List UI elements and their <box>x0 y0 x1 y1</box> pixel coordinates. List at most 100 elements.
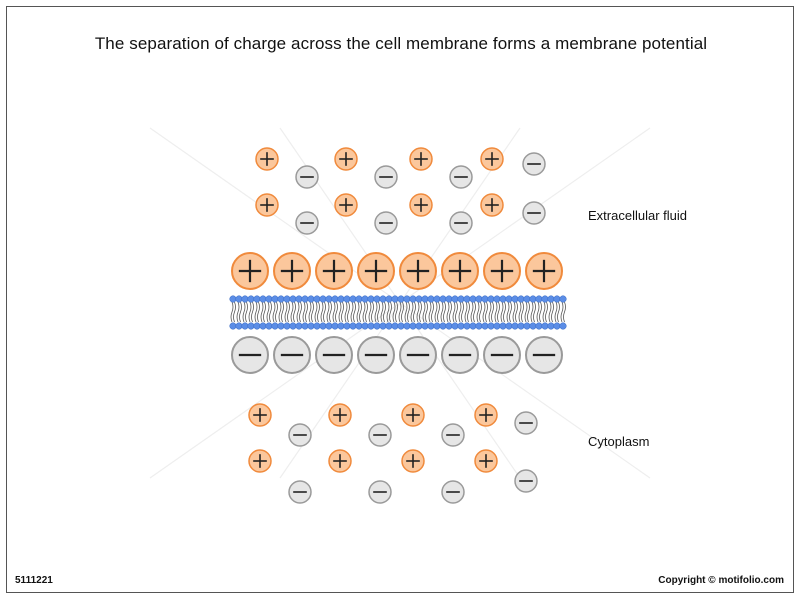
lipid-head <box>241 295 249 303</box>
extracellular-label: Extracellular fluid <box>588 208 687 223</box>
lipid-head <box>511 295 519 303</box>
lipid-head <box>367 295 375 303</box>
ion-negative <box>522 152 546 176</box>
figure-id: 5111221 <box>15 575 53 586</box>
lipid-head <box>445 295 453 303</box>
large-positive-ion <box>231 252 269 290</box>
large-positive-ion <box>483 252 521 290</box>
lipid-head <box>253 295 261 303</box>
ion-positive <box>409 193 433 217</box>
lipid-head <box>385 295 393 303</box>
lipid-head <box>409 295 417 303</box>
lipid-head <box>415 322 423 330</box>
large-positive-ion <box>273 252 311 290</box>
large-positive-ion <box>525 252 563 290</box>
lipid-head <box>397 295 405 303</box>
lipid-head <box>391 322 399 330</box>
lipid-head <box>265 295 273 303</box>
large-negative-ion <box>231 336 269 374</box>
large-negative-ion <box>399 336 437 374</box>
lipid-head <box>319 295 327 303</box>
lipid-bilayer <box>229 295 567 330</box>
ion-positive <box>328 403 352 427</box>
ion-positive <box>334 147 358 171</box>
lipid-head <box>493 295 501 303</box>
lipid-head <box>355 295 363 303</box>
ion-negative <box>441 423 465 447</box>
lipid-head <box>451 322 459 330</box>
lipid-head <box>337 322 345 330</box>
lipid-head <box>235 322 243 330</box>
large-negative-ion <box>483 336 521 374</box>
large-negative-ion <box>273 336 311 374</box>
ion-positive <box>248 449 272 473</box>
lipid-head <box>289 295 297 303</box>
ion-positive <box>401 449 425 473</box>
large-positive-row <box>231 252 563 290</box>
ion-negative <box>374 211 398 235</box>
lipid-head <box>475 322 483 330</box>
lipid-head <box>307 295 315 303</box>
lipid-head <box>283 322 291 330</box>
lipid-head <box>277 295 285 303</box>
lipid-head <box>421 295 429 303</box>
ion-positive <box>474 403 498 427</box>
lipid-head <box>229 322 237 330</box>
lipid-head <box>367 322 375 330</box>
large-positive-ion <box>315 252 353 290</box>
ion-positive <box>255 147 279 171</box>
lipid-head <box>295 295 303 303</box>
lipid-head <box>529 322 537 330</box>
lipid-head <box>451 295 459 303</box>
lipid-head <box>343 295 351 303</box>
lipid-head <box>469 322 477 330</box>
lipid-head <box>403 322 411 330</box>
lipid-head <box>499 295 507 303</box>
ion-negative <box>368 423 392 447</box>
copyright-text: Copyright © motifolio.com <box>658 575 784 586</box>
large-positive-ion <box>441 252 479 290</box>
lipid-head <box>349 322 357 330</box>
lipid-head <box>511 322 519 330</box>
ion-positive <box>248 403 272 427</box>
lipid-head <box>445 322 453 330</box>
ion-positive <box>480 147 504 171</box>
lipid-head <box>373 295 381 303</box>
large-negative-ion <box>525 336 563 374</box>
lipid-head <box>361 295 369 303</box>
lipid-head <box>553 295 561 303</box>
lipid-head <box>385 322 393 330</box>
cytoplasm-ions <box>248 403 538 504</box>
lipid-head <box>517 322 525 330</box>
lipid-head <box>313 322 321 330</box>
lipid-head <box>457 322 465 330</box>
lipid-head <box>505 322 513 330</box>
lipid-head <box>481 322 489 330</box>
lipid-head <box>433 295 441 303</box>
lipid-head <box>271 295 279 303</box>
lipid-head <box>541 322 549 330</box>
ion-negative <box>449 165 473 189</box>
lipid-head <box>499 322 507 330</box>
lipid-head <box>487 295 495 303</box>
lipid-head <box>361 322 369 330</box>
large-negative-ion <box>357 336 395 374</box>
lipid-head <box>277 322 285 330</box>
lipid-head <box>505 295 513 303</box>
ion-negative <box>368 480 392 504</box>
lipid-head <box>355 322 363 330</box>
ion-negative <box>514 411 538 435</box>
lipid-head <box>241 322 249 330</box>
large-negative-ion <box>441 336 479 374</box>
ion-positive <box>409 147 433 171</box>
lipid-head <box>247 295 255 303</box>
lipid-head <box>463 295 471 303</box>
lipid-head <box>475 295 483 303</box>
lipid-head <box>469 295 477 303</box>
ion-negative <box>295 211 319 235</box>
lipid-head <box>301 322 309 330</box>
lipid-head <box>409 322 417 330</box>
ion-negative <box>449 211 473 235</box>
lipid-head <box>271 322 279 330</box>
lipid-head <box>265 322 273 330</box>
